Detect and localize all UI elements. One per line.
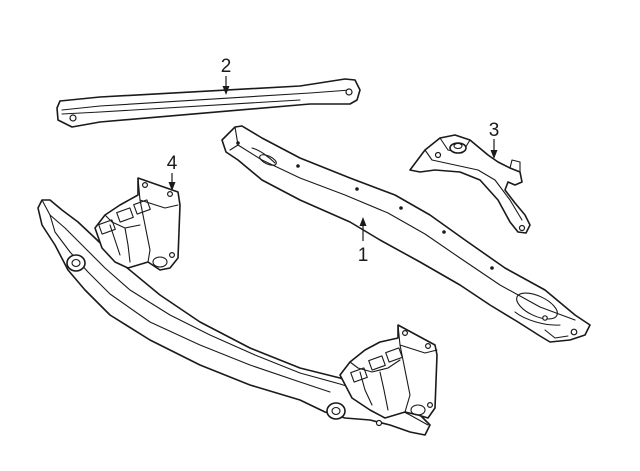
front-cross-member-part <box>37 199 431 436</box>
callout-3: 3 <box>489 120 500 159</box>
center-support-part <box>221 125 591 343</box>
side-bracket-part <box>409 134 531 234</box>
left-mount-bracket-part <box>94 177 181 271</box>
callout-1: 1 <box>358 217 369 266</box>
right-mount-bracket-part <box>339 324 438 419</box>
callout-4-label: 4 <box>167 153 178 174</box>
callout-3-label: 3 <box>489 120 500 141</box>
callout-2-label: 2 <box>221 56 232 77</box>
callout-2: 2 <box>221 56 232 95</box>
callout-1-label: 1 <box>358 245 369 266</box>
callout-4: 4 <box>167 153 178 191</box>
upper-tie-bar-part <box>56 78 361 128</box>
